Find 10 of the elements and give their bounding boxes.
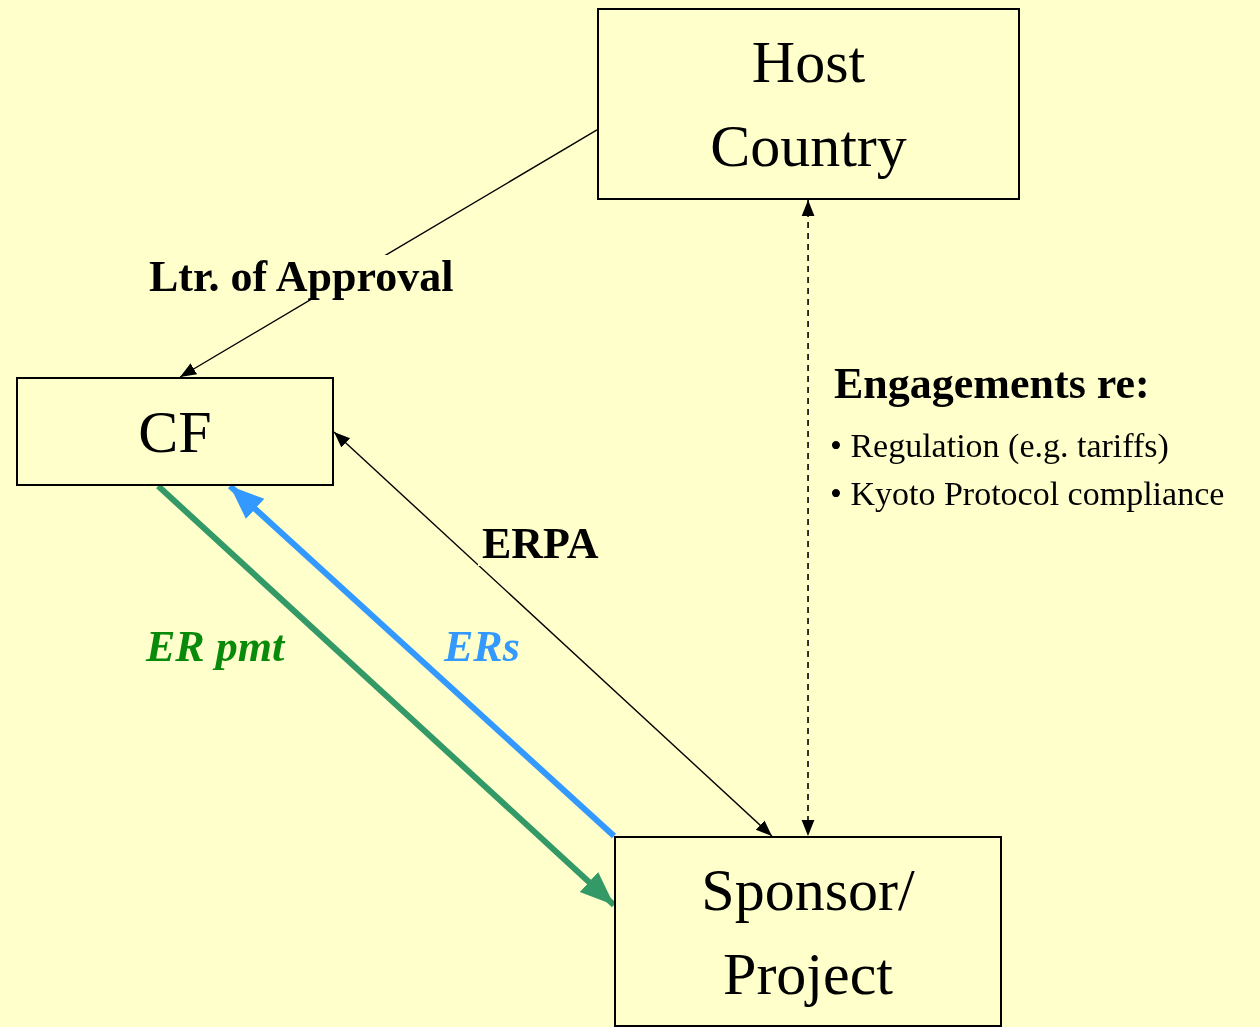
entity-box [597, 8, 1020, 200]
arrow [333, 431, 773, 837]
box-title: CF [138, 397, 212, 467]
entity-box [614, 836, 1002, 1027]
arrow [801, 199, 815, 837]
entity-box [16, 377, 334, 486]
bullet-note: • Kyoto Protocol compliance [830, 474, 1225, 514]
bullet-note: • Regulation (e.g. tariffs) [830, 426, 1170, 466]
box-title: Host Country [709, 28, 908, 181]
box-title: Sponsor/ Project [700, 855, 916, 1009]
